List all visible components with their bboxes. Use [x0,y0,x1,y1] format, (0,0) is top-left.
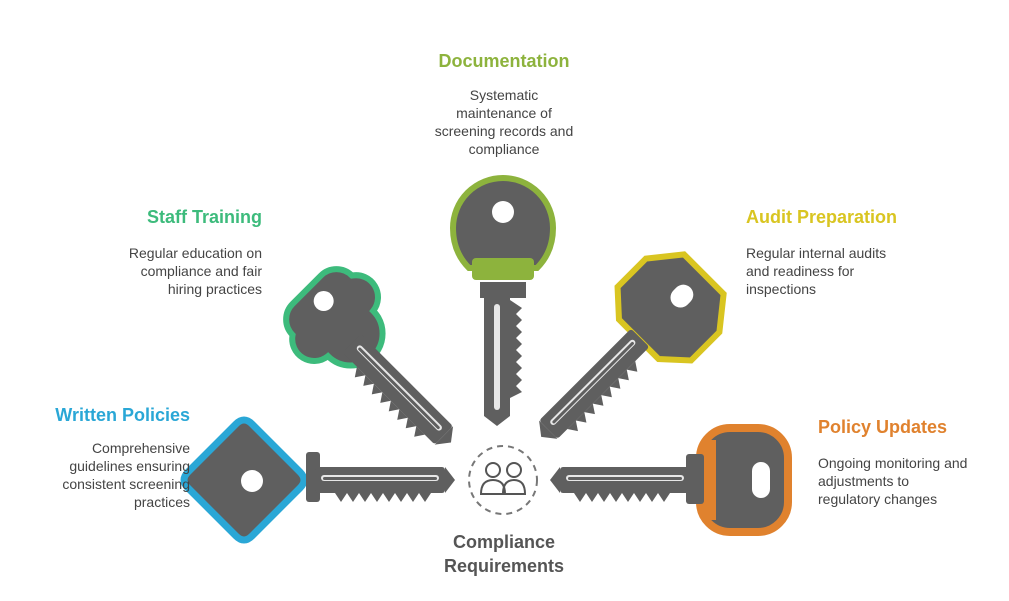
staff-training-description: Regular education on compliance and fair… [128,245,262,297]
audit-preparation-title: Audit Preparation [746,207,898,227]
policy-updates-description: Ongoing monitoring and adjustments to re… [818,455,968,507]
written-policies-description: Comprehensive guidelines ensuring consis… [62,440,190,510]
staff-training-key-icon [283,266,461,459]
written-policies-title: Written Policies [55,405,190,425]
documentation-title: Documentation [438,51,570,71]
audit-preparation-description: Regular internal audits and readiness fo… [746,245,887,297]
staff-training-title: Staff Training [146,207,262,227]
documentation-key-icon [449,175,557,426]
policy-updates-key-icon [550,424,792,536]
written-policies-key-icon [180,416,455,544]
center-users-icon [468,445,538,515]
audit-preparation-key-icon [531,251,727,453]
center-label: Compliance Requirements [443,532,565,576]
documentation-description: Systematic maintenance of screening reco… [434,87,574,157]
policy-updates-title: Policy Updates [818,417,948,437]
